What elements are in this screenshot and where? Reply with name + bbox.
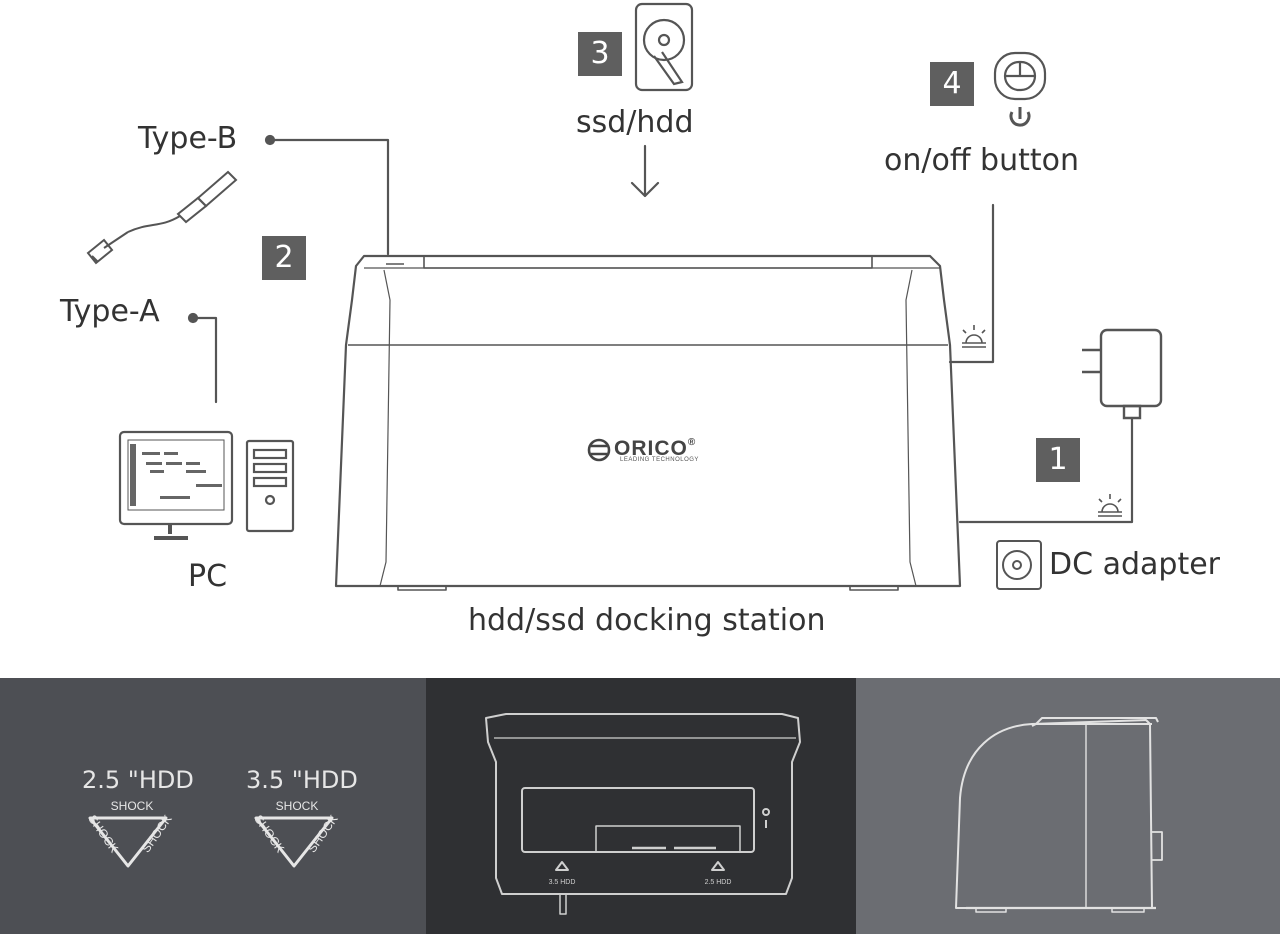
dc-port-icon [996,540,1042,590]
type-b-label: Type-B [138,121,238,156]
dock-top-view-panel: 3.5 HDD 2.5 HDD [426,678,856,934]
type-a-line [191,316,218,404]
dc-line [958,416,1134,524]
dc-led-indicator-icon [1098,494,1122,517]
dock-top-view: 3.5 HDD 2.5 HDD [485,713,801,915]
hdd-icon [634,2,694,92]
dock-side-view [955,717,1163,913]
type-a-label: Type-A [60,294,160,329]
dc-adapter-label: DC adapter [1049,547,1220,582]
hdd-35-label: 3.5 "HDD [246,766,358,794]
shock-protection-panel: 2.5 "HDD 3.5 "HDD SHOCK SHOCK SHOCK SHOC… [0,678,426,934]
pc-icon [118,430,295,540]
docking-station-label: hdd/ssd docking station [468,603,826,638]
led-indicator-icon [962,325,986,348]
orico-brand: ORICO® [614,437,697,460]
shock-triangle-25-icon [88,816,168,868]
step-1-badge: 1 [1036,438,1080,482]
slot-25-label: 2.5 HDD [705,879,732,886]
brand-name: ORICO [614,437,688,460]
orico-logo-icon [587,438,611,462]
docking-station [334,254,962,591]
shock-triangle-35-icon [254,816,334,868]
diagram-drawing [86,2,1163,591]
brand-mark: ® [687,437,697,448]
step-2-badge: 2 [262,236,306,280]
type-b-line [268,138,390,256]
usb-cable-icon [86,170,238,265]
step-3-badge: 3 [578,32,622,76]
shock-badges-drawing: SHOCK SHOCK SHOCK SHOCK SHOCK SHOCK [85,799,341,868]
step-4-badge: 4 [930,62,974,106]
shock-word-25: SHOCK [111,799,154,813]
shock-word-35: SHOCK [276,799,319,813]
power-line [948,203,995,364]
pc-label: PC [188,559,228,594]
power-button-icon [993,51,1047,127]
on-off-button-label: on/off button [884,143,1079,178]
pc-screen-content [130,444,222,506]
diagram-area: Type-B Type-A PC ssd/hdd on/off button D… [60,2,1220,638]
slot-35-label: 3.5 HDD [549,879,576,886]
hdd-25-label: 2.5 "HDD [82,766,194,794]
dock-side-view-panel [856,678,1280,934]
ssd-hdd-label: ssd/hdd [576,105,694,140]
power-adapter-icon [1082,328,1163,420]
down-arrow [630,144,660,198]
brand-tagline: LEADING TECHNOLOGY [620,457,699,463]
